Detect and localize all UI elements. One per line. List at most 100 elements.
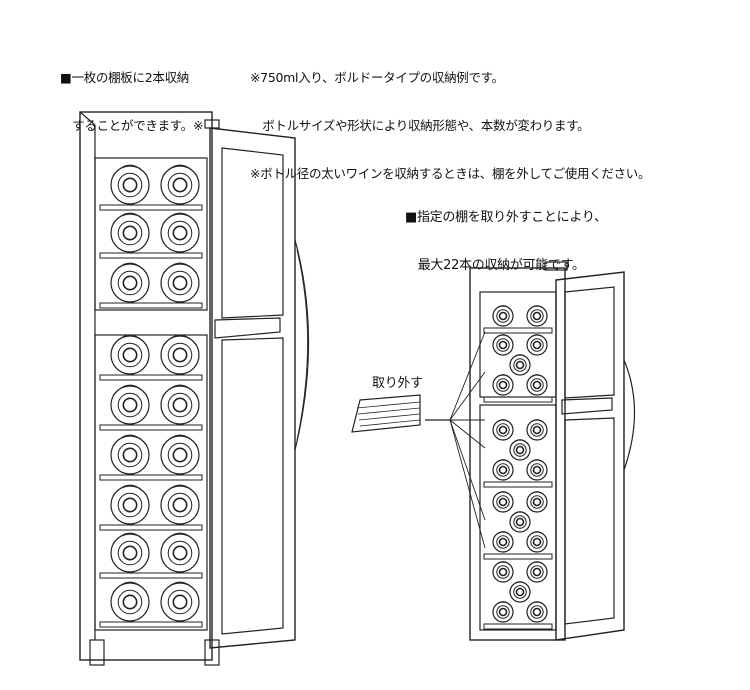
bottle-neck	[496, 565, 510, 579]
bottle-neck	[167, 492, 193, 518]
bottle-shoulder	[527, 531, 547, 538]
bottle-cap	[122, 275, 138, 291]
left-door	[209, 127, 296, 649]
leader-line	[449, 331, 486, 421]
bottle-cap	[532, 340, 542, 350]
bottle-cap	[515, 360, 525, 370]
leader-line	[449, 419, 486, 549]
bottle-neck	[496, 535, 510, 549]
footnote-line: ボトルサイズや形状により収納形態や、本数が変わります。	[250, 118, 590, 133]
bottle-cap	[172, 497, 188, 513]
bottle-neck	[530, 605, 544, 619]
right-shelf	[483, 396, 553, 403]
bottle	[509, 354, 531, 376]
bottle	[526, 419, 548, 441]
bottle	[492, 531, 514, 553]
bottle-shoulder	[162, 581, 198, 593]
bottle-neck	[513, 515, 527, 529]
bottle-cap	[532, 380, 542, 390]
bottle-neck	[167, 172, 193, 198]
bottle-cap	[122, 594, 138, 610]
bottle-neck	[496, 423, 510, 437]
bottle-shoulder	[493, 491, 513, 498]
bottle	[526, 531, 548, 553]
bottle-cap	[532, 497, 542, 507]
bottle-cap	[532, 607, 542, 617]
bottle	[110, 485, 150, 525]
bottle-neck	[167, 220, 193, 246]
bottle-shoulder	[112, 581, 148, 593]
bottle-neck	[117, 442, 143, 468]
bottle-shoulder	[510, 511, 530, 518]
bottle-shoulder	[527, 419, 547, 426]
bottle-shoulder	[510, 581, 530, 588]
bottle-cap	[498, 607, 508, 617]
bottle-shoulder	[162, 532, 198, 544]
bottle	[160, 263, 200, 303]
bottle	[110, 385, 150, 425]
bottle-cap	[498, 465, 508, 475]
bottle-cap	[172, 275, 188, 291]
bottle-cap	[498, 537, 508, 547]
bottle	[526, 459, 548, 481]
bottle-shoulder	[493, 561, 513, 568]
remove-label: 取り外す	[372, 376, 423, 391]
bottle-shoulder	[162, 434, 198, 446]
bottle	[160, 582, 200, 622]
bottle-cap	[172, 447, 188, 463]
bottle	[526, 561, 548, 583]
bottle-neck	[167, 540, 193, 566]
bottle-neck	[513, 585, 527, 599]
bottle-neck	[496, 463, 510, 477]
bottle	[160, 533, 200, 573]
right-door-handle	[561, 397, 613, 415]
bottle-neck	[117, 392, 143, 418]
removal-note-line: ■指定の棚を取り外すことにより、	[405, 210, 607, 225]
removed-shelf-slat	[358, 413, 421, 421]
bottle-shoulder	[527, 305, 547, 312]
bottle-shoulder	[112, 164, 148, 176]
door-swing-arc	[294, 239, 310, 451]
footnote-line: ※ボトル径の太いワインを収納するときは、棚を外してご使用ください。	[250, 166, 651, 181]
bottle-shoulder	[493, 601, 513, 608]
bottle-cap	[122, 225, 138, 241]
bottle-cap	[172, 594, 188, 610]
bottle-cap	[515, 517, 525, 527]
removal-note: ■指定の棚を取り外すことにより、 最大22本の収納が可能です。	[405, 178, 607, 290]
right-upper-compartment	[479, 291, 557, 398]
bottle	[492, 561, 514, 583]
bottle	[526, 491, 548, 513]
bottle-shoulder	[510, 354, 530, 361]
bottle-shoulder	[527, 374, 547, 381]
bottle-cap	[172, 347, 188, 363]
bottle-shoulder	[162, 334, 198, 346]
bottle-neck	[530, 535, 544, 549]
bottle-cap	[122, 397, 138, 413]
bottle-cap	[122, 545, 138, 561]
door-swing-arc	[623, 359, 636, 471]
bottle-cap	[532, 311, 542, 321]
bottle-cap	[172, 397, 188, 413]
bottle-neck	[117, 589, 143, 615]
bottle	[492, 601, 514, 623]
left-fridge-edge	[79, 111, 96, 126]
left-shelf	[99, 621, 203, 628]
bottle-neck	[530, 338, 544, 352]
removed-shelf-slat	[357, 407, 421, 415]
bottle	[110, 165, 150, 205]
bottle-shoulder	[493, 374, 513, 381]
bottle	[492, 334, 514, 356]
right-door-upper-glass	[564, 286, 615, 399]
shelf-note: ■一枚の棚板に2本収納 することができます。※	[60, 38, 203, 150]
right-shelf	[483, 553, 553, 560]
bottle-neck	[496, 605, 510, 619]
bottle-neck	[530, 423, 544, 437]
bottle-neck	[530, 463, 544, 477]
bottle-shoulder	[112, 434, 148, 446]
bottle	[509, 511, 531, 533]
bottle-neck	[117, 220, 143, 246]
removed-shelf	[351, 394, 421, 433]
bottle-shoulder	[162, 484, 198, 496]
right-hinge	[544, 261, 568, 271]
left-lower-compartment	[94, 334, 208, 631]
